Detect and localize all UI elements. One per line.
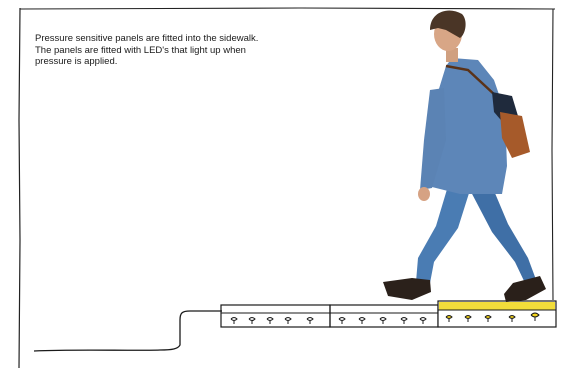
led-row-2 — [339, 318, 426, 325]
person-walking-icon — [383, 11, 546, 302]
left-border-line — [19, 8, 20, 368]
led-row-1 — [231, 318, 313, 325]
curb-line — [34, 311, 222, 351]
top-border-line — [20, 8, 555, 9]
pressure-panel-2 — [330, 305, 438, 327]
caption-text: Pressure sensitive panels are fitted int… — [35, 33, 260, 68]
pressure-panel-3-lit — [438, 301, 556, 327]
right-border-line — [552, 9, 553, 300]
pressure-panel-1 — [221, 305, 330, 327]
